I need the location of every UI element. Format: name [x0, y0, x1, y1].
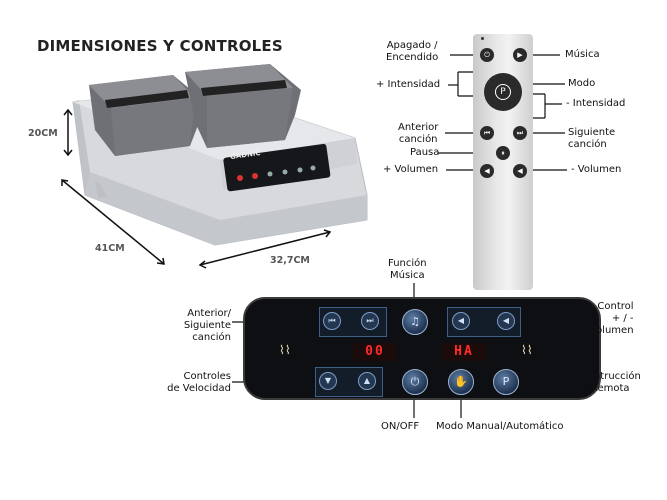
- label-power: Apagado / Encendido: [386, 40, 439, 63]
- next-track-icon: ⏭: [516, 129, 524, 137]
- remote-volume-up-button[interactable]: ◀: [480, 164, 494, 178]
- remote-volume-down-button[interactable]: ◀: [513, 164, 527, 178]
- label-next-song: Siguiente canción: [568, 127, 616, 150]
- hand-icon: ✋: [454, 375, 468, 388]
- label-onoff: ON/OFF: [381, 421, 420, 432]
- mode-p-icon: P: [495, 84, 511, 100]
- prev-track-icon: ⏮: [328, 316, 336, 325]
- label-music-function: Función Música: [388, 258, 427, 281]
- remote-control: ⏻ ▶ P ⏮ ⏭ ⏸ ◀ ◀: [473, 34, 533, 290]
- prev-track-icon: ⏮: [483, 129, 491, 137]
- remote-prev-button[interactable]: ⏮: [480, 126, 494, 140]
- panel-manual-auto-button[interactable]: ✋: [448, 369, 474, 395]
- remote-music-button[interactable]: ▶: [513, 48, 527, 62]
- leg-massager-illustration: [72, 64, 368, 246]
- label-mode: Modo: [568, 78, 596, 89]
- panel-volume-up-button[interactable]: ◀: [452, 312, 470, 330]
- remote-mode-dpad[interactable]: P: [484, 73, 522, 111]
- label-volume-up: + Volumen: [383, 164, 439, 175]
- speed-display: 00: [353, 343, 397, 361]
- panel-prev-button[interactable]: ⏮: [323, 312, 341, 330]
- power-icon: ⏻: [484, 51, 490, 59]
- panel-remote-button[interactable]: P: [493, 369, 519, 395]
- mode-display: HA: [442, 343, 486, 361]
- mode-p-icon: P: [502, 375, 510, 388]
- label-volume-down: - Volumen: [571, 164, 622, 175]
- play-icon: ▶: [517, 51, 523, 59]
- label-speed-controls: Controles de Velocidad: [167, 371, 231, 394]
- remote-pause-button[interactable]: ⏸: [496, 146, 510, 160]
- label-intensity-down: - Intensidad: [566, 98, 626, 109]
- feet-icon: ⌇⌇: [521, 343, 533, 357]
- remote-next-button[interactable]: ⏭: [513, 126, 527, 140]
- music-note-icon: ♫: [410, 315, 420, 328]
- speaker-icon: ◀: [502, 316, 510, 325]
- control-panel: ⏮ ⏭ ♫ ◀ ◀ 00 HA ⌇⌇ ⌇⌇ ▼ ▲ ⏻ ✋ P: [243, 297, 601, 400]
- panel-power-button[interactable]: ⏻: [402, 369, 428, 395]
- volume-up-icon: ◀: [484, 167, 490, 175]
- label-remote-instruction: Intrucción Remota: [591, 371, 641, 394]
- label-pause: Pausa: [410, 147, 440, 158]
- feet-icon: ⌇⌇: [279, 343, 291, 357]
- triangle-up-icon: ▲: [363, 376, 371, 385]
- pause-icon: ⏸: [501, 149, 505, 157]
- panel-speed-down-button[interactable]: ▼: [319, 372, 337, 390]
- label-music: Música: [565, 49, 600, 60]
- height-dimension: 20CM: [28, 128, 58, 139]
- panel-volume-down-button[interactable]: ◀: [497, 312, 515, 330]
- panel-next-button[interactable]: ⏭: [361, 312, 379, 330]
- remote-power-button[interactable]: ⏻: [480, 48, 494, 62]
- volume-down-icon: ◀: [517, 167, 523, 175]
- speaker-icon: ◀: [457, 316, 465, 325]
- label-prev-song: Anterior canción: [398, 122, 439, 145]
- power-icon: ⏻: [410, 375, 420, 388]
- label-prev-next-song: Anterior/ Siguiente canción: [183, 308, 231, 343]
- panel-music-button[interactable]: ♫: [402, 309, 428, 335]
- label-intensity-up: + Intensidad: [376, 79, 441, 90]
- depth-dimension: 41CM: [95, 243, 125, 254]
- label-manual-auto: Modo Manual/Automático: [436, 421, 564, 432]
- triangle-down-icon: ▼: [324, 376, 332, 385]
- page-title: DIMENSIONES Y CONTROLES: [37, 37, 283, 55]
- width-dimension: 32,7CM: [270, 255, 310, 266]
- label-volume-control: Control + / - Volumen: [590, 301, 634, 336]
- panel-speed-up-button[interactable]: ▲: [358, 372, 376, 390]
- ir-indicator: [481, 37, 484, 40]
- next-track-icon: ⏭: [366, 316, 374, 325]
